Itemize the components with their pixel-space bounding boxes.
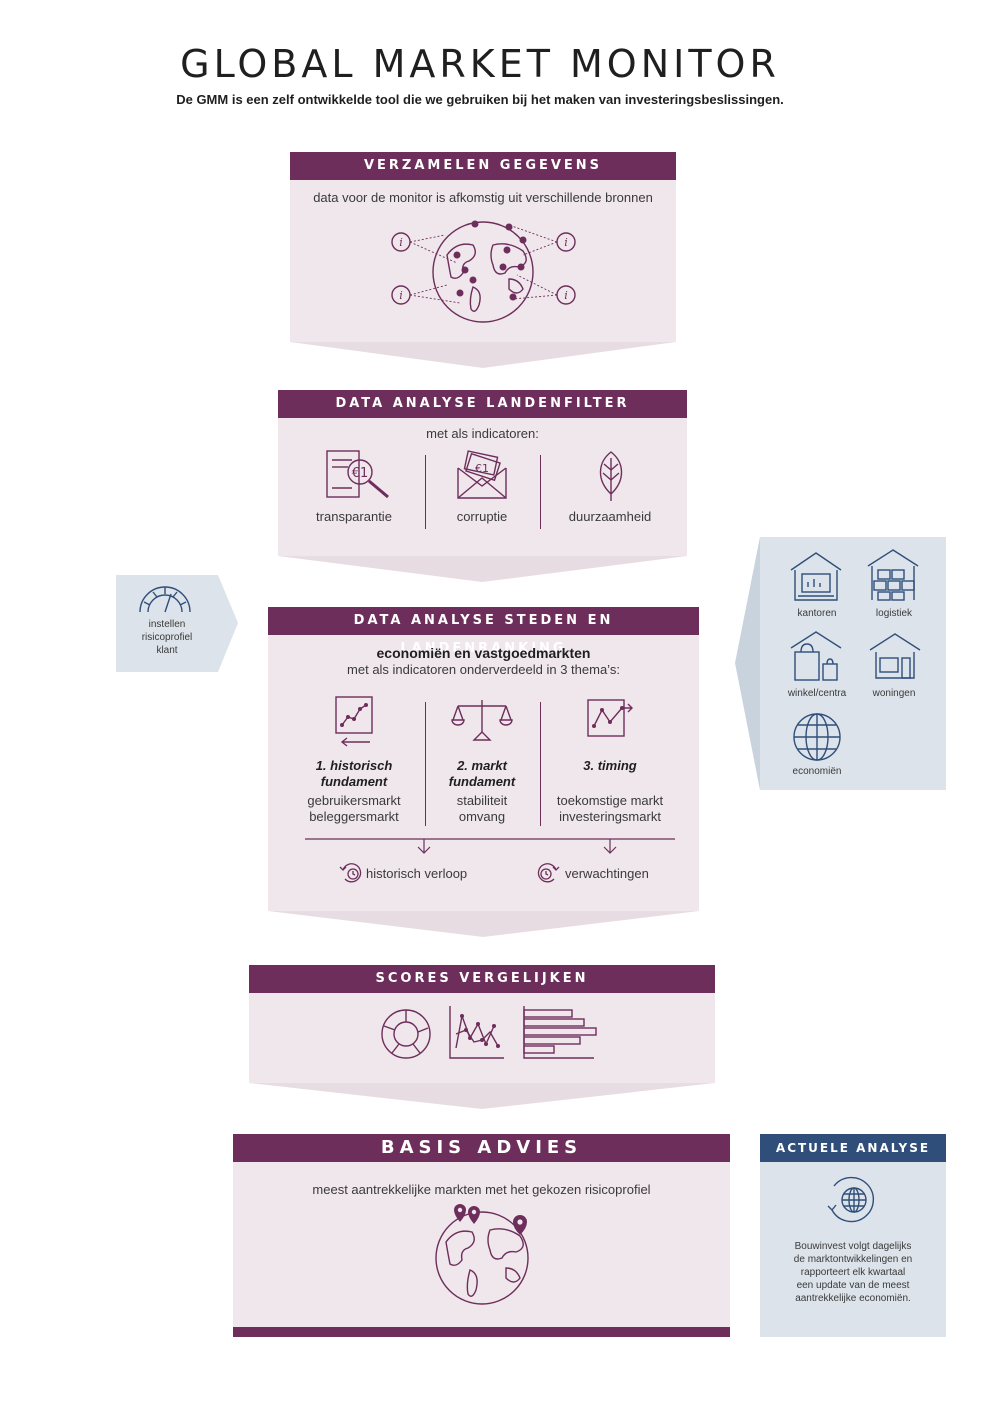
theme-title: 2. markt: [457, 758, 507, 773]
theme-title: 3. timing: [583, 758, 637, 773]
office-icon: [790, 552, 842, 601]
market-type-label: woningen: [872, 688, 916, 699]
output-label: historisch verloop: [366, 866, 468, 881]
theme-title: 1. historisch: [315, 758, 393, 773]
current-analysis-text: een update van de meest: [796, 1280, 910, 1291]
line-chart-icon: [449, 1006, 504, 1059]
step-advice-panel: [233, 1134, 730, 1337]
svg-text:i: i: [399, 236, 403, 249]
step-ranking-heading: economiën en vastgoedmarkten: [376, 645, 591, 661]
step-advice-header: BASIS ADVIES: [233, 1134, 730, 1162]
forward-clock-icon: [537, 863, 560, 883]
step-ranking-intro: met als indicatoren onderverdeeld in 3 t…: [347, 662, 620, 677]
step-collect-text: data voor de monitor is afkomstig uit ve…: [313, 190, 653, 205]
step-compare-arrow: [249, 1083, 715, 1109]
step-compare-header: SCORES VERGELIJKEN: [249, 965, 715, 993]
risk-profile-label: risicoprofiel: [141, 632, 193, 643]
theme-line: toekomstige markt: [556, 793, 664, 808]
market-type-label: winkel/centra: [787, 688, 847, 699]
output-label: verwachtingen: [565, 866, 649, 881]
indicator-label: duurzaamheid: [568, 509, 652, 524]
globe-refresh-icon: [827, 1176, 875, 1223]
step-advice-footer: [233, 1327, 730, 1337]
step-ranking-arrow: [268, 911, 699, 937]
step-countryfilter-header: DATA ANALYSE LANDENFILTER: [278, 390, 687, 418]
indicator-label: corruptie: [456, 509, 508, 524]
theme-line: omvang: [458, 809, 506, 824]
market-type-label: economiën: [792, 766, 842, 777]
step-collect-panel: [290, 152, 676, 342]
theme-line: stabiliteit: [456, 793, 508, 808]
current-analysis-text: rapporteert elk kwartaal: [800, 1267, 906, 1278]
output-connector: [305, 838, 675, 854]
bar-chart-icon: [523, 1006, 597, 1059]
risk-profile-label: instellen: [148, 619, 186, 630]
donut-chart-icon: [381, 1009, 431, 1059]
document-magnifier-icon: €1: [326, 450, 389, 499]
page-subtitle: De GMM is een zelf ontwikkelde tool die …: [176, 92, 784, 107]
shop-icon: [790, 631, 842, 681]
leaf-icon: [599, 451, 623, 501]
market-type-label: kantoren: [797, 608, 837, 619]
globe-grid-icon: [793, 713, 841, 761]
indicator-label: transparantie: [316, 509, 392, 524]
theme-line: gebruikersmarkt: [307, 793, 401, 808]
divider: [425, 455, 426, 529]
svg-text:i: i: [564, 236, 568, 249]
theme-title: fundament: [448, 774, 516, 789]
svg-text:€1: €1: [352, 466, 369, 481]
risk-profile-label: klant: [156, 645, 178, 656]
svg-text:€1: €1: [475, 462, 489, 475]
risk-profile-arrow: [218, 575, 238, 672]
step-advice-text: meest aantrekkelijke markten met het gek…: [312, 1182, 651, 1197]
risk-profile-panel: [116, 575, 218, 672]
market-types-panel: [760, 537, 946, 790]
current-analysis-header: ACTUELE ANALYSE: [760, 1134, 946, 1162]
warehouse-icon: [867, 549, 919, 601]
divider: [540, 702, 541, 826]
globe-star-icon: [435, 1204, 529, 1305]
gauge-icon: [139, 586, 191, 613]
svg-text:i: i: [564, 289, 568, 302]
current-analysis-text: aantrekkelijke economiën.: [795, 1293, 911, 1304]
step-ranking-header: DATA ANALYSE STEDEN EN LANDENRANKING: [268, 607, 699, 656]
step-collect-arrow: [290, 342, 676, 368]
step-countryfilter-intro: met als indicatoren:: [426, 426, 539, 441]
timing-chart-icon: [587, 699, 633, 737]
market-types-arrow: [735, 537, 760, 790]
house-icon: [869, 633, 921, 679]
current-analysis-text: de marktontwikkelingen en: [793, 1254, 913, 1265]
divider: [540, 455, 541, 529]
step-ranking-panel: [268, 607, 699, 911]
divider: [425, 702, 426, 826]
history-clock-icon: [339, 863, 362, 883]
current-analysis-text: Bouwinvest volgt dagelijks: [794, 1241, 912, 1252]
svg-text:i: i: [399, 289, 403, 302]
step-countryfilter-arrow: [278, 556, 687, 582]
globe-info-icon: i i i i: [391, 220, 576, 323]
theme-line: beleggersmarkt: [309, 809, 399, 824]
theme-title: fundament: [320, 774, 388, 789]
market-type-label: logistiek: [875, 608, 913, 619]
theme-line: investeringsmarkt: [559, 809, 661, 824]
history-chart-icon: [335, 696, 373, 747]
page-title: GLOBAL MARKET MONITOR: [180, 42, 780, 86]
step-collect-header: VERZAMELEN GEGEVENS: [290, 152, 676, 180]
scales-icon: [451, 700, 513, 741]
envelope-money-icon: €1: [457, 450, 507, 499]
current-analysis-panel: [760, 1134, 946, 1337]
